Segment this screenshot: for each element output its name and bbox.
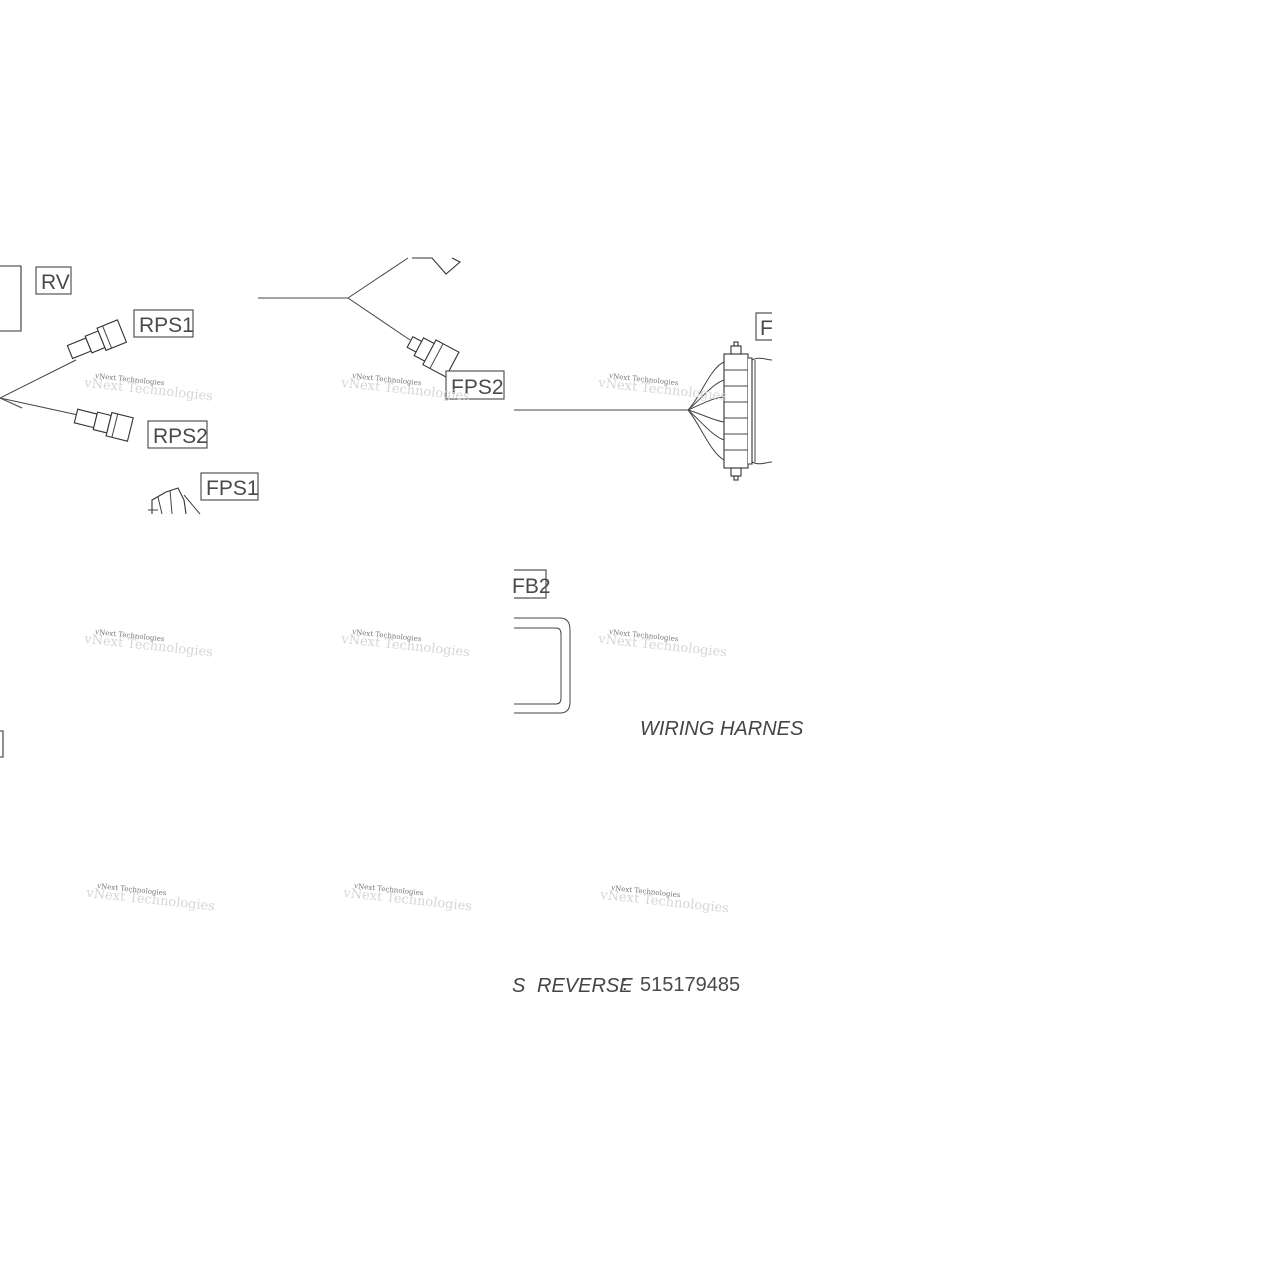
watermark: vNext Technologies vNext Technologies (83, 372, 214, 404)
watermark: vNext Technologies vNext Technologies (599, 884, 730, 916)
fb2-bracket (514, 617, 571, 714)
fps2-connector (406, 335, 460, 378)
svg-text::: : (622, 973, 628, 995)
svg-text:RV: RV (41, 271, 70, 294)
diagram-title: WIRING HARNES (640, 718, 804, 740)
svg-text:FPS1: FPS1 (206, 477, 259, 500)
rps1-label[interactable]: RPS1 (133, 309, 194, 338)
watermark: vNext Technologies vNext Technologies (85, 882, 216, 914)
fb2-label-partial[interactable]: FB2 (512, 569, 551, 599)
watermark: vNext Technologies vNext Technologies (83, 628, 214, 660)
svg-text:S: S (512, 975, 526, 997)
watermark: vNext Technologies vNext Technologies (597, 372, 728, 404)
footer: S REVERSE : 515179485 (512, 973, 740, 997)
fps1-label[interactable]: FPS1 (200, 472, 259, 501)
svg-text:RPS2: RPS2 (153, 425, 208, 448)
svg-text:FB2: FB2 (512, 575, 551, 598)
watermark: vNext Technologies vNext Technologies (342, 882, 473, 914)
rps1-connector (66, 319, 128, 360)
svg-text:515179485: 515179485 (640, 974, 740, 996)
svg-text:REVERSE: REVERSE (537, 975, 633, 997)
rps2-connector (73, 408, 134, 442)
left-edge-fragment (0, 730, 4, 758)
svg-text:FPS2: FPS2 (451, 376, 504, 399)
rps2-label[interactable]: RPS2 (147, 420, 208, 449)
fps1-connector (148, 487, 201, 515)
fps2-label[interactable]: FPS2 (445, 370, 505, 400)
top-connector-fragment (412, 257, 461, 275)
svg-text:F: F (760, 317, 773, 340)
watermark: vNext Technologies vNext Technologies (340, 628, 471, 660)
svg-text:RPS1: RPS1 (139, 314, 194, 337)
rv-label[interactable]: RV (35, 266, 72, 295)
watermark: vNext Technologies vNext Technologies (597, 628, 728, 660)
main-connector (723, 341, 773, 481)
f-label-partial[interactable]: F (755, 312, 773, 341)
rv-connector (0, 265, 22, 332)
